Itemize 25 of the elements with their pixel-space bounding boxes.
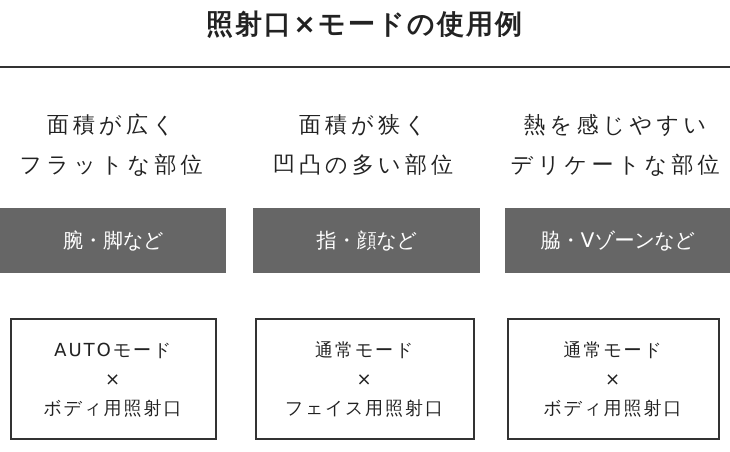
mode-box xyxy=(10,318,217,440)
mode-text: ボディ用照射口 xyxy=(544,396,684,420)
mode-box xyxy=(507,318,720,440)
title: 照射口×モードの使用例 xyxy=(205,8,525,42)
mode-text: フェイス用照射口 xyxy=(285,396,445,420)
area-label: 腕・脚など xyxy=(63,227,163,254)
mode-text: AUTOモード xyxy=(54,338,173,362)
mode-text: 通常モード xyxy=(564,338,664,362)
body-area-band xyxy=(253,208,480,273)
mode-text: ボディ用照射口 xyxy=(44,396,184,420)
mode-text: × xyxy=(604,368,622,392)
area-label: 指・顔など xyxy=(316,227,416,254)
area-label: 脇・Vゾーンなど xyxy=(540,227,694,254)
body-area-band xyxy=(0,208,226,273)
mode-box xyxy=(255,318,475,440)
column-heading: 凹凸の多い部位 xyxy=(272,152,458,180)
column-heading: 熱を感じやすい xyxy=(522,112,712,140)
body-area-band xyxy=(505,208,730,273)
mode-text: × xyxy=(104,368,122,392)
column-heading: 面積が広く xyxy=(46,112,180,140)
mode-text: 通常モード xyxy=(315,338,415,362)
mode-text: × xyxy=(356,368,374,392)
column-heading: デリケートな部位 xyxy=(510,152,724,180)
column-heading: フラットな部位 xyxy=(18,152,208,180)
column-heading: 面積が狭く xyxy=(298,112,432,140)
